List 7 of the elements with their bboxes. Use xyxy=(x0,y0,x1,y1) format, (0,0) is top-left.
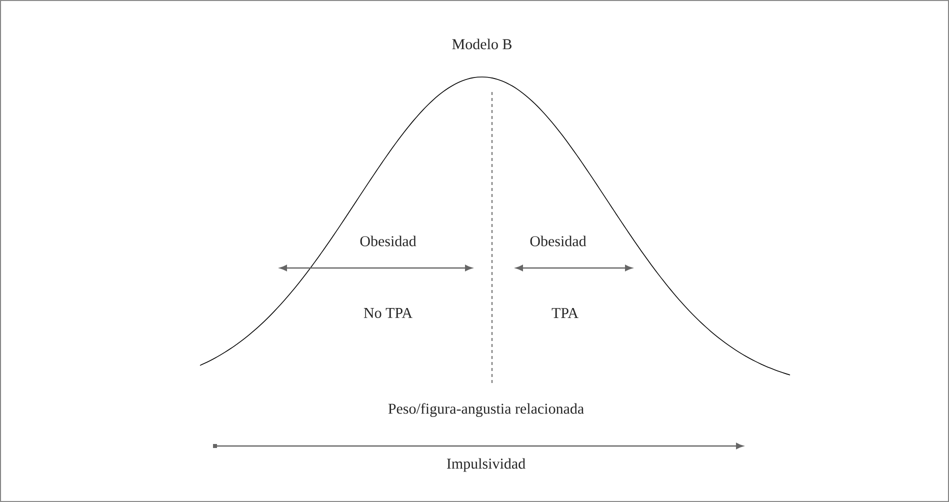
axis-label: Peso/figura-angustia relacionada xyxy=(388,403,584,417)
axis-label: TPA xyxy=(552,308,578,318)
axis-label: Impulsividad xyxy=(446,458,526,472)
axis-label: Obesidad xyxy=(530,236,586,246)
title: Modelo B xyxy=(452,38,512,50)
axis-label: Obesidad xyxy=(360,236,416,246)
axis-label: No TPA xyxy=(364,308,412,318)
